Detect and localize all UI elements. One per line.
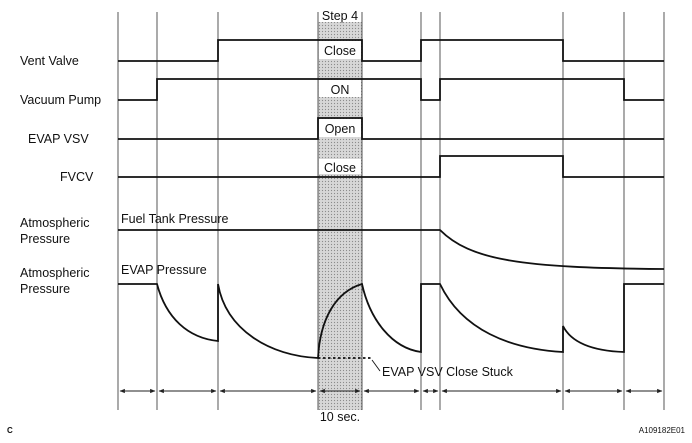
fuel-tank-pressure-trace [118, 229, 665, 270]
fuel-tank-pressure-label: Fuel Tank Pressure [121, 212, 229, 226]
corner-label: C [7, 426, 13, 435]
time-interval-label: 10 sec. [320, 410, 360, 424]
vent-valve-state: Close [324, 44, 356, 58]
row-label-fvcv: FVCV [60, 170, 94, 184]
row-label-atm-pressure-2b: Pressure [20, 282, 70, 296]
row-label-atm-pressure-1b: Pressure [20, 232, 70, 246]
evap-pressure-label: EVAP Pressure [121, 263, 207, 277]
row-label-vent-valve: Vent Valve [20, 54, 79, 68]
row-label-atm-pressure-1a: Atmospheric [20, 216, 89, 230]
evap-vsv-signal [118, 117, 664, 140]
evap-vsv-state: Open [325, 122, 356, 136]
row-label-evap-vsv: EVAP VSV [28, 132, 89, 146]
vacuum-pump-signal [118, 78, 664, 101]
fvcv-signal [118, 155, 664, 178]
figure-code: A109182E01 [639, 426, 686, 435]
evap-pressure-trace [118, 282, 664, 359]
row-label-vacuum-pump: Vacuum Pump [20, 93, 101, 107]
step-label: Step 4 [322, 9, 358, 23]
vent-valve-signal [118, 39, 664, 62]
stuck-label: EVAP VSV Close Stuck [382, 365, 514, 379]
stuck-leader-line [371, 359, 381, 372]
row-label-atm-pressure-2a: Atmospheric [20, 266, 89, 280]
vacuum-pump-state: ON [331, 83, 350, 97]
fvcv-state: Close [324, 161, 356, 175]
time-division-lines [117, 12, 665, 410]
